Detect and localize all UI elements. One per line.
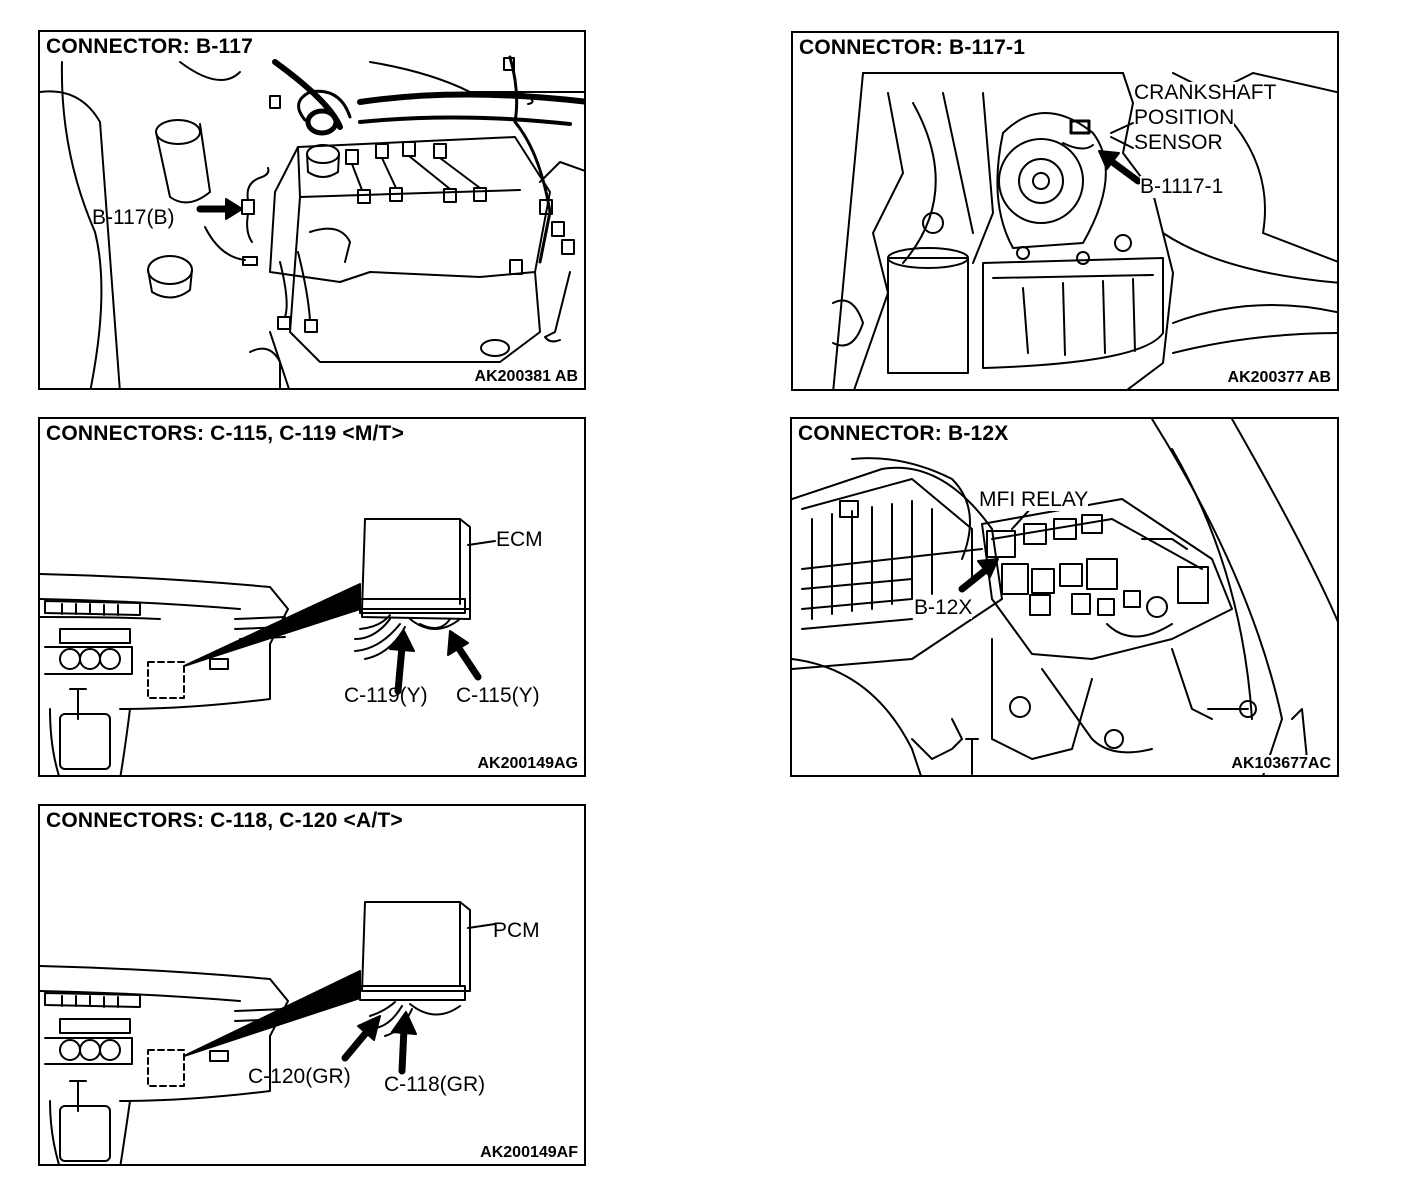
panel-title: CONNECTORS: C-118, C-120 <A/T> — [46, 809, 406, 833]
label-position: POSITION — [1134, 106, 1235, 129]
panel-connector-b117: CONNECTOR: B-117 B-117(B) AK200381 AB — [38, 30, 586, 390]
panel-connectors-c115-c119: CONNECTORS: C-115, C-119 <M/T> ECM C-119… — [38, 417, 586, 777]
pcm-dashboard-illustration — [40, 901, 496, 1164]
label-connector-b11171: B-1117-1 — [1140, 175, 1224, 198]
label-mfi-relay: MFI RELAY — [979, 488, 1089, 511]
panel-connector-b1171: CONNECTOR: B-117-1 CRANKSHAFT POSITION S… — [791, 31, 1339, 391]
label-ecm: ECM — [496, 528, 543, 551]
panel-connectors-c118-c120: CONNECTORS: C-118, C-120 <A/T> PCM C-120… — [38, 804, 586, 1166]
label-connector-b12x: B-12X — [914, 596, 973, 619]
figure-code: AK200149AG — [474, 755, 578, 773]
label-connector-b117b: B-117(B) — [92, 206, 175, 229]
label-crankshaft: CRANKSHAFT — [1134, 81, 1277, 104]
figure-code: AK103677AC — [1228, 755, 1331, 773]
label-c120: C-120(GR) — [248, 1065, 351, 1088]
ecm-dashboard-illustration — [40, 518, 496, 775]
crankshaft-sensor-illustration — [832, 72, 1337, 389]
label-sensor: SENSOR — [1134, 131, 1223, 154]
panel-title: CONNECTOR: B-12X — [798, 422, 1012, 446]
figure-code: AK200381 AB — [471, 368, 578, 386]
panel-connector-b12x: CONNECTOR: B-12X MFI RELAY B-12X AK10367… — [790, 417, 1339, 777]
relay-box-illustration — [792, 419, 1337, 775]
panel-title: CONNECTOR: B-117 — [46, 35, 257, 59]
label-c119: C-119(Y) — [344, 684, 428, 707]
figure-code: AK200149AF — [477, 1144, 578, 1162]
label-pcm: PCM — [493, 919, 540, 942]
label-c118: C-118(GR) — [384, 1073, 486, 1096]
engine-bay-illustration — [40, 55, 584, 388]
figure-code: AK200377 AB — [1224, 369, 1331, 387]
label-c115: C-115(Y) — [456, 684, 540, 707]
panel-title: CONNECTOR: B-117-1 — [799, 36, 1029, 60]
panel-title: CONNECTORS: C-115, C-119 <M/T> — [46, 422, 408, 446]
